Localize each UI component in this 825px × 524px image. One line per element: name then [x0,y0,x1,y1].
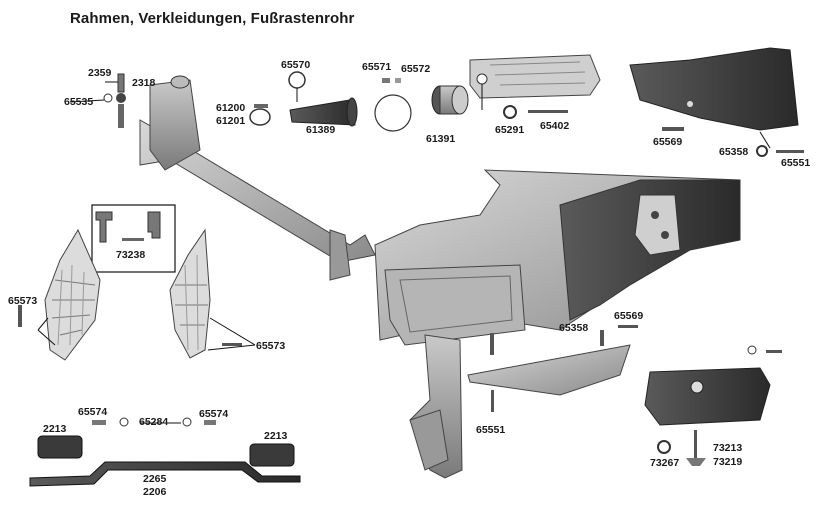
label-61391: 61391 [426,133,456,145]
left-grille [18,228,101,361]
head-bearing-parts [103,73,126,128]
label-2213-left: 2213 [43,423,67,435]
label-73219: 73219 [713,456,743,468]
label-2318: 2318 [132,77,156,89]
label-65571: 65571 [362,61,392,73]
label-61389: 61389 [306,124,336,136]
label-2213-right: 2213 [264,430,288,442]
label-61200: 61200 [216,102,246,114]
upper-side-panel [629,47,804,157]
label-65570: 65570 [281,59,311,71]
label-73267: 73267 [650,457,680,469]
label-65569-top: 65569 [653,136,683,148]
label-65284: 65284 [139,416,169,428]
label-2206: 2206 [143,486,167,498]
label-73238: 73238 [116,249,146,261]
label-65535: 65535 [64,96,94,108]
label-65573-left: 65573 [8,295,38,307]
intake-parts [249,71,469,132]
footrest-tube [29,417,301,487]
label-2265: 2265 [143,473,167,485]
label-61201: 61201 [216,115,246,127]
lower-center-panel [467,325,638,412]
label-65574-right: 65574 [199,408,229,420]
main-frame [139,75,741,479]
inset-bracket-box [91,204,176,273]
label-65402: 65402 [540,120,570,132]
label-65291: 65291 [495,124,525,136]
side-cover [644,345,782,466]
label-65551-mid: 65551 [476,424,506,436]
footboard-mat [469,54,601,119]
label-65551-top: 65551 [781,157,811,169]
label-65574-left: 65574 [78,406,108,418]
label-65358-mid: 65358 [559,322,589,334]
label-2359: 2359 [88,67,112,79]
leader-lines [37,81,771,424]
label-73213: 73213 [713,442,743,454]
label-65573-right: 65573 [256,340,286,352]
label-65569-mid: 65569 [614,310,644,322]
label-65572: 65572 [401,63,431,75]
right-grille [169,228,242,359]
label-65358-top: 65358 [719,146,749,158]
page-title: Rahmen, Verkleidungen, Fußrastenrohr [70,10,355,27]
